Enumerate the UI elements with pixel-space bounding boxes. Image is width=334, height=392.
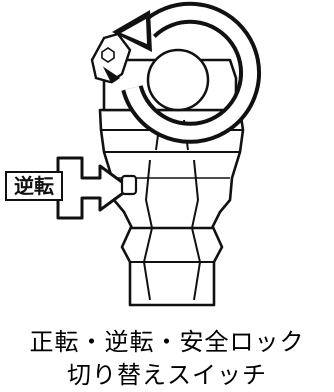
switch-pointer-arrow-icon bbox=[56, 156, 132, 220]
caption-line-1: 正転・逆転・安全ロック bbox=[29, 328, 305, 356]
rotation-arrow-icon bbox=[112, 1, 262, 144]
belt-clip bbox=[90, 32, 132, 84]
reverse-label: 逆転 bbox=[14, 174, 54, 198]
direction-switch bbox=[120, 174, 138, 196]
caption-line-2: 切り替えスイッチ bbox=[67, 361, 267, 389]
reverse-label-badge: 逆転 bbox=[5, 171, 63, 201]
